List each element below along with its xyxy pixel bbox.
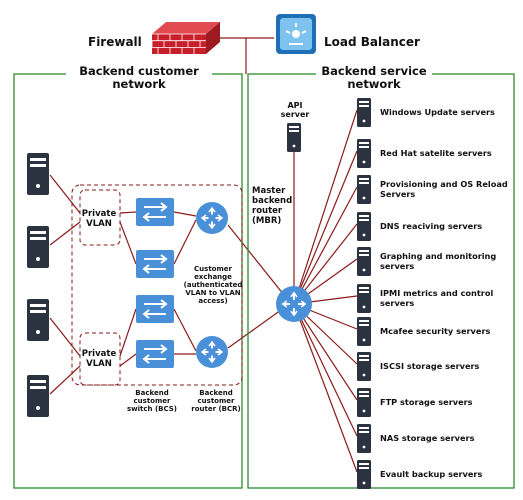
customer-network-title: Backend customer network bbox=[79, 64, 199, 91]
service-server-icon-2 bbox=[357, 139, 371, 168]
srv2-vlan-link bbox=[49, 221, 81, 246]
bcs-label: Backend customer switch (BCS) bbox=[127, 389, 177, 413]
bcs-switch-4 bbox=[136, 340, 174, 368]
bcr-router-2 bbox=[196, 336, 228, 368]
firewall-icon bbox=[151, 22, 220, 55]
service-server-icon-8 bbox=[357, 352, 371, 381]
srv3-vlan-link bbox=[49, 317, 81, 357]
service-network-title: Backend service network bbox=[321, 64, 427, 91]
service-server-icon-4 bbox=[357, 212, 371, 241]
service-title-mask bbox=[316, 68, 432, 80]
service-server-icon-7 bbox=[357, 317, 371, 346]
private-vlan-bottom-box bbox=[79, 332, 121, 386]
service-label-9: FTP storage servers bbox=[380, 397, 473, 407]
bcs-switch-2 bbox=[136, 250, 174, 278]
bcs2-bcr1-link bbox=[173, 219, 197, 265]
api-server-icon bbox=[287, 123, 301, 152]
bcs3-bcr2-link bbox=[173, 308, 197, 352]
private-vlan-top-box bbox=[79, 189, 121, 246]
bcs1-bcr1-link bbox=[173, 211, 197, 217]
service-label-4: DNS reaciving servers bbox=[380, 221, 483, 231]
service-label-7: Mcafee security servers bbox=[380, 326, 491, 336]
customer-exchange-label: Customer exchange (authenticated VLAN to… bbox=[183, 265, 243, 305]
load-balancer-icon bbox=[276, 14, 316, 54]
customer-server-1 bbox=[27, 153, 49, 195]
service-server-icon-1 bbox=[357, 98, 371, 127]
mbr-label: Master backend router (MBR) bbox=[252, 186, 293, 226]
mbr-service-link-11 bbox=[293, 303, 358, 473]
api-server-label: API server bbox=[280, 101, 310, 119]
customer-exchange-box bbox=[71, 184, 243, 386]
mbr-service-link-9 bbox=[293, 303, 358, 401]
private-vlan-bottom-label: Private VLAN bbox=[81, 349, 117, 369]
service-server-icon-10 bbox=[357, 424, 371, 453]
vlan-bcs4-link bbox=[119, 353, 137, 367]
load-balancer-label: Load Balancer bbox=[324, 35, 420, 49]
mbr-service-link-3 bbox=[293, 186, 358, 305]
service-server-icon-3 bbox=[357, 175, 371, 204]
service-label-2: Red Hat satelite servers bbox=[380, 148, 492, 158]
bcr-label: Backend customer router (BCR) bbox=[191, 389, 241, 413]
firewall-label: Firewall bbox=[88, 35, 142, 49]
customer-title-mask bbox=[66, 68, 212, 80]
service-label-8: ISCSI storage servers bbox=[380, 361, 480, 371]
mbr-service-link-1 bbox=[293, 109, 358, 305]
bcs-switch-1 bbox=[136, 198, 174, 226]
vlan-bcs1-link bbox=[119, 211, 137, 214]
service-label-11: Evault backup servers bbox=[380, 469, 483, 479]
service-server-icon-9 bbox=[357, 388, 371, 417]
vlan-bcs3-link bbox=[119, 308, 137, 357]
mbr-service-link-10 bbox=[293, 303, 358, 437]
customer-server-2 bbox=[27, 226, 49, 268]
service-label-3: Provisioning and OS Reload Servers bbox=[380, 179, 508, 199]
bcr1-mbr-link bbox=[227, 224, 289, 301]
bcs-switch-3 bbox=[136, 295, 174, 323]
customer-server-3 bbox=[27, 299, 49, 341]
bcr-router-1 bbox=[196, 202, 228, 234]
mbr-service-link-2 bbox=[293, 150, 358, 305]
vlan-bcs2-link bbox=[119, 221, 137, 265]
private-vlan-top-label: Private VLAN bbox=[81, 209, 117, 229]
srv4-vlan-link bbox=[49, 365, 81, 395]
mbr-router bbox=[276, 286, 312, 322]
service-label-10: NAS storage servers bbox=[380, 433, 475, 443]
service-server-icon-11 bbox=[357, 460, 371, 489]
service-server-icon-5 bbox=[357, 247, 371, 276]
service-label-5: Graphing and monitoring servers bbox=[380, 251, 497, 271]
service-server-icon-6 bbox=[357, 284, 371, 313]
srv1-vlan-link bbox=[49, 174, 81, 214]
service-label-1: Windows Update servers bbox=[380, 107, 495, 117]
service-label-6: IPMI metrics and control servers bbox=[380, 288, 494, 308]
customer-server-4 bbox=[27, 375, 49, 417]
